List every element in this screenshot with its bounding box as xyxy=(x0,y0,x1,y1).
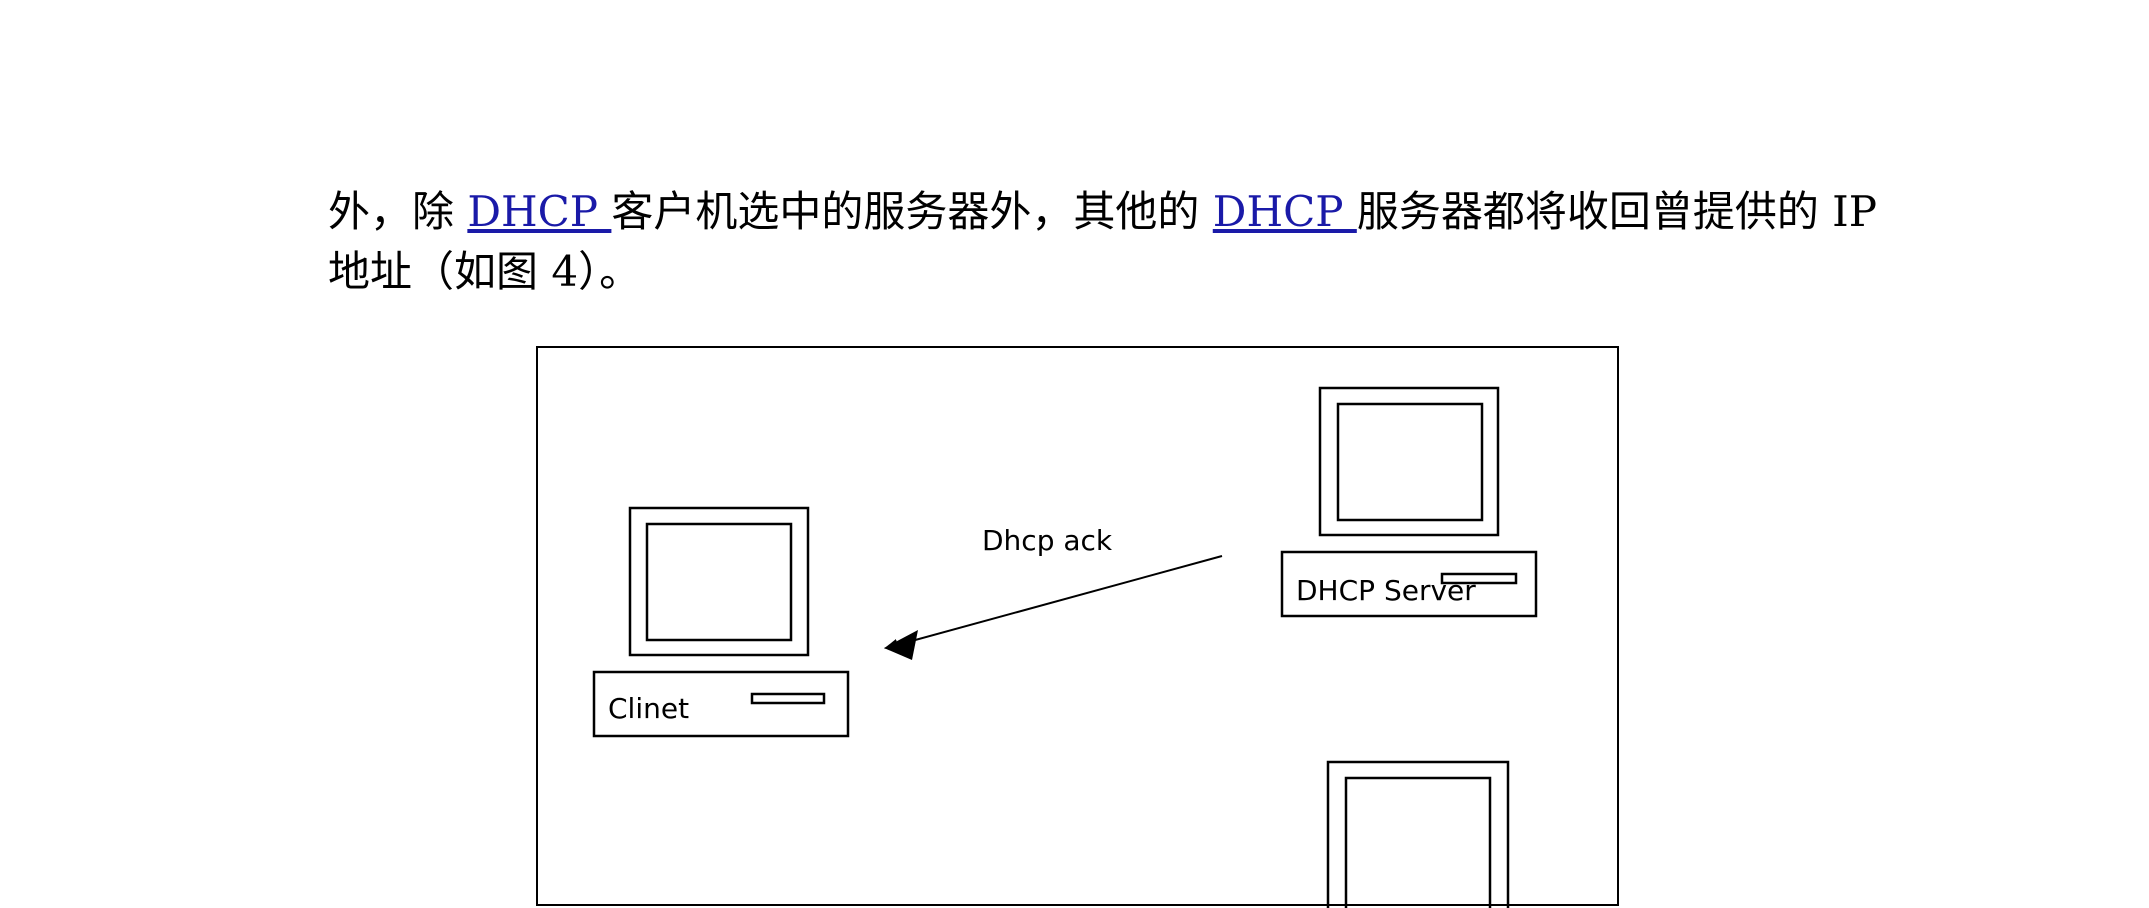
paragraph-line-2: 地址（如图 4）。 xyxy=(328,247,642,296)
dhcp-ack-label: Dhcp ack xyxy=(982,524,1113,557)
dhcp-link[interactable]: DHCP xyxy=(467,187,612,236)
network-diagram: Clinet DHCP Server Dhcp ack xyxy=(592,386,1538,908)
paragraph-line-1: 外，除 DHCP 客户机选中的服务器外，其他的 DHCP 服务器都将收回曾提供的… xyxy=(328,182,1877,242)
client-label: Clinet xyxy=(608,692,689,725)
arrowhead-icon xyxy=(884,630,918,660)
other-screen xyxy=(1344,776,1492,908)
other-monitor xyxy=(1326,760,1510,908)
client-drive-slot xyxy=(750,692,826,705)
text-segment: 客户机选中的服务器外，其他的 xyxy=(611,187,1213,236)
body-paragraph: 外，除 DHCP 客户机选中的服务器外，其他的 DHCP 服务器都将收回曾提供的… xyxy=(328,182,1877,302)
client-computer-icon: Clinet xyxy=(592,506,850,738)
dhcp-ack-arrow xyxy=(884,555,1223,651)
client-monitor xyxy=(628,506,810,657)
dhcp-link[interactable]: DHCP xyxy=(1212,187,1357,236)
server-screen xyxy=(1336,402,1484,522)
server-label: DHCP Server xyxy=(1296,574,1476,607)
dhcp-server-computer-icon: DHCP Server xyxy=(1280,386,1538,618)
server-case xyxy=(1280,550,1538,618)
client-screen xyxy=(645,522,793,642)
client-case xyxy=(592,670,850,738)
network-diagram-figure: Clinet DHCP Server Dhcp ack xyxy=(536,346,1619,908)
text-segment: 服务器都将收回曾提供的 IP xyxy=(1356,187,1878,236)
text-segment: 外，除 xyxy=(328,187,468,236)
server-monitor xyxy=(1318,386,1500,537)
server-drive-slot xyxy=(1440,572,1518,585)
other-server-computer-icon xyxy=(1326,760,1510,908)
